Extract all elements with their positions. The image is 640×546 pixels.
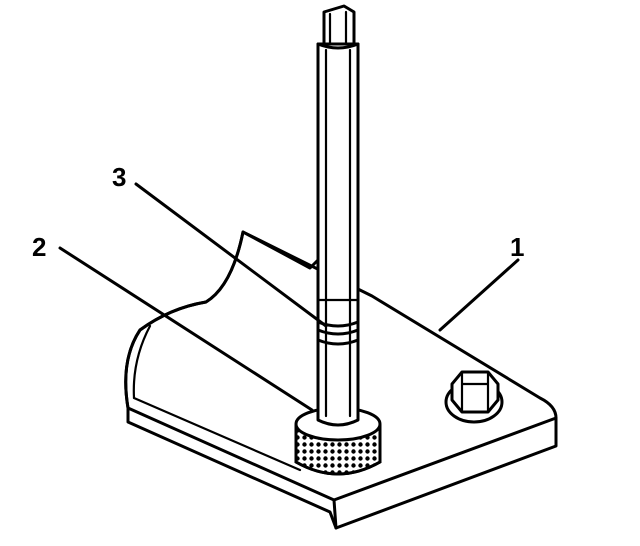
- shaft: [316, 4, 360, 427]
- leader-line-2: [58, 246, 314, 412]
- leader-line-3: [134, 182, 328, 328]
- callout-1: 1: [510, 232, 524, 262]
- leader-lines: [58, 182, 520, 412]
- callout-2: 2: [32, 232, 46, 262]
- callout-3: 3: [112, 162, 126, 192]
- bolt: [444, 370, 504, 424]
- leader-line-1: [438, 258, 520, 332]
